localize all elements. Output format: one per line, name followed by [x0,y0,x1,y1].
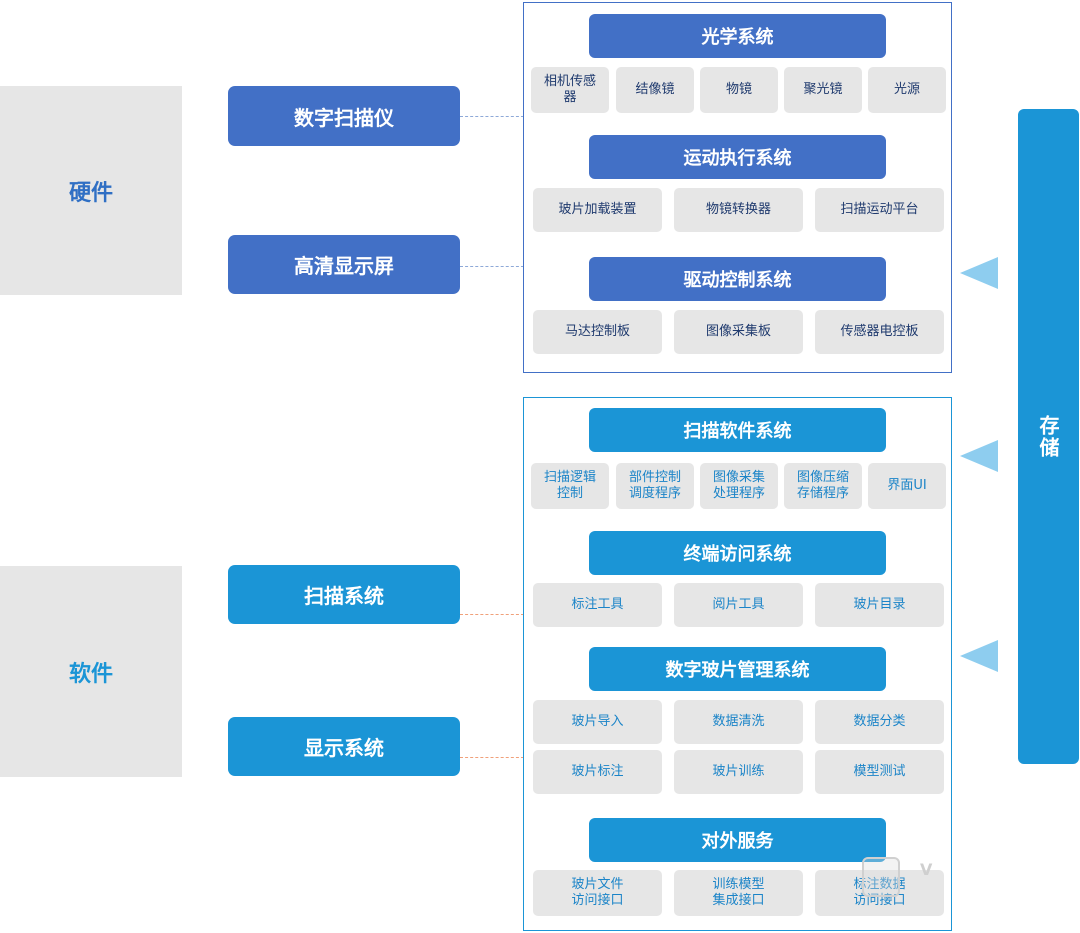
hw-cell: 物镜 [700,67,778,113]
sw-cell: 玻片文件 访问接口 [533,870,662,916]
sw-cell: 数据分类 [815,700,944,744]
hw-cell: 马达控制板 [533,310,662,354]
sw-cell: 图像采集 处理程序 [700,463,778,509]
display-system-connector [460,757,524,758]
arrow-left-icon [960,257,998,289]
sw-cell: 阅片工具 [674,583,803,627]
sw-cell: 数据清洗 [674,700,803,744]
sw-cell: 玻片标注 [533,750,662,794]
hw-cell: 物镜转换器 [674,188,803,232]
sw-cell: 界面UI [868,463,946,509]
sw-cell: 玻片训练 [674,750,803,794]
sw-cell: 部件控制 调度程序 [616,463,694,509]
sw-cell: 模型测试 [815,750,944,794]
sw-cell: 标注工具 [533,583,662,627]
motion-system-header: 运动执行系统 [589,135,886,179]
sw-cell: 玻片导入 [533,700,662,744]
drive-control-header: 驱动控制系统 [589,257,886,301]
scan-system-connector [460,614,524,615]
software-category: 软件 [0,566,182,777]
hw-cell: 传感器电控板 [815,310,944,354]
hw-cell: 扫描运动平台 [815,188,944,232]
watermark-mark-icon: V [920,860,933,879]
external-service-header: 对外服务 [589,818,886,862]
slide-management-header: 数字玻片管理系统 [589,647,886,691]
storage-bar: 存储 [1018,109,1079,764]
arrow-left-icon [960,440,998,472]
terminal-access-header: 终端访问系统 [589,531,886,575]
hardware-category: 硬件 [0,86,182,295]
hw-cell: 玻片加载装置 [533,188,662,232]
scanner-connector [460,116,524,117]
sw-cell: 图像压缩 存储程序 [784,463,862,509]
arrow-left-icon [960,640,998,672]
sw-cell: 玻片目录 [815,583,944,627]
hw-cell: 结像镜 [616,67,694,113]
sw-cell: 扫描逻辑 控制 [531,463,609,509]
hw-cell: 图像采集板 [674,310,803,354]
optical-system-header: 光学系统 [589,14,886,58]
scanner-node: 数字扫描仪 [228,86,460,146]
hw-cell: 相机传感 器 [531,67,609,113]
sw-cell: 训练模型 集成接口 [674,870,803,916]
scan-software-header: 扫描软件系统 [589,408,886,452]
scan-system-node: 扫描系统 [228,565,460,624]
hw-cell: 聚光镜 [784,67,862,113]
watermark-logo-icon [862,857,900,897]
display-node: 高清显示屏 [228,235,460,294]
hw-cell: 光源 [868,67,946,113]
display-system-node: 显示系统 [228,717,460,776]
display-connector [460,266,524,267]
